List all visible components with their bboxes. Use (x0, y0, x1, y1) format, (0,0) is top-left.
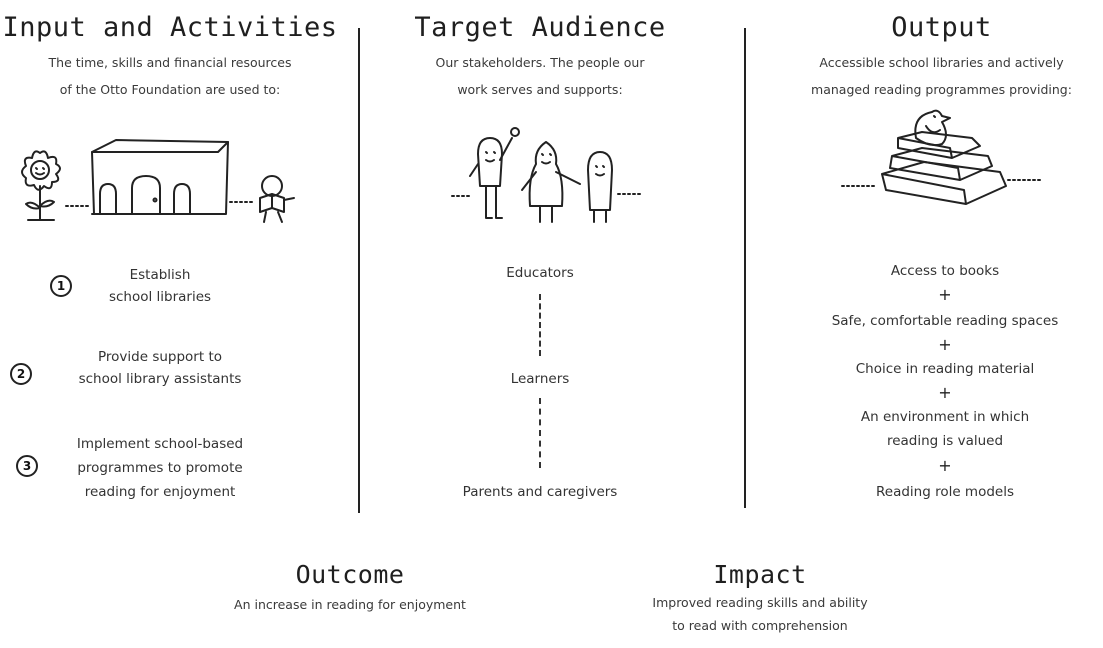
audience-group-learners: Learners (510, 371, 570, 387)
outcome-text: An increase in reading for enjoyment (234, 597, 466, 612)
output-title: Output (891, 12, 992, 43)
input-subtitle-line2: of the Otto Foundation are used to: (59, 82, 281, 97)
output-subtitle-line1: Accessible school libraries and actively (819, 55, 1064, 70)
audience-dashed-connector-2 (539, 398, 541, 468)
stakeholders-people-icon (451, 127, 641, 223)
flower-icon (21, 150, 61, 221)
connector-dots-1 (65, 205, 91, 207)
audience-title: Target Audience (414, 12, 666, 43)
input-subtitle-line1: The time, skills and financial resources (48, 55, 292, 70)
input-item-1-line1: Establish (129, 267, 191, 283)
audience-subtitle-line1: Our stakeholders. The people our (435, 55, 645, 70)
impact-text-line2: to read with comprehension (672, 618, 848, 633)
audience-dashed-connector-1 (539, 294, 541, 356)
input-item-3-line1: Implement school-based (76, 436, 244, 452)
divider-right (744, 28, 746, 508)
output-item-safe-spaces: Safe, comfortable reading spaces (831, 313, 1059, 329)
output-item-environment-line2: reading is valued (886, 433, 1004, 449)
outcome-section: Outcome An increase in reading for enjoy… (180, 560, 520, 618)
connector-dots-2 (229, 201, 255, 203)
input-title: Input and Activities (2, 12, 338, 43)
output-column: Output Accessible school libraries and a… (780, 0, 1103, 103)
input-column: Input and Activities The time, skills an… (0, 0, 340, 103)
output-plus-1: + (938, 285, 952, 304)
output-subtitle-line2: managed reading programmes providing: (811, 82, 1072, 97)
books-and-bird-icon (841, 109, 1041, 205)
input-item-3-line2: programmes to promote (77, 460, 243, 476)
library-building-icon (91, 139, 229, 215)
impact-section: Impact Improved reading skills and abili… (590, 560, 930, 637)
step-number-3: 3 (16, 455, 38, 477)
output-item-choice: Choice in reading material (855, 361, 1035, 377)
output-plus-4: + (938, 456, 952, 475)
input-item-1-line2: school libraries (108, 289, 212, 305)
audience-group-educators: Educators (506, 265, 574, 281)
audience-subtitle-line2: work serves and supports: (457, 82, 623, 97)
reading-child-icon (259, 175, 295, 223)
step-number-2: 2 (10, 363, 32, 385)
output-plus-2: + (938, 335, 952, 354)
output-item-role-models: Reading role models (875, 484, 1015, 500)
outcome-title: Outcome (295, 560, 405, 589)
input-item-2-line2: school library assistants (78, 371, 242, 387)
output-item-access: Access to books (890, 263, 1000, 279)
audience-group-parents: Parents and caregivers (462, 484, 618, 500)
audience-column: Target Audience Our stakeholders. The pe… (370, 0, 710, 103)
output-plus-3: + (938, 383, 952, 402)
output-item-environment-line1: An environment in which (860, 409, 1030, 425)
impact-text-line1: Improved reading skills and ability (652, 595, 868, 610)
input-item-3-line3: reading for enjoyment (84, 484, 236, 500)
step-number-1: 1 (50, 275, 72, 297)
impact-title: Impact (713, 560, 807, 589)
divider-left (358, 28, 360, 513)
input-item-2-line1: Provide support to (98, 349, 222, 365)
